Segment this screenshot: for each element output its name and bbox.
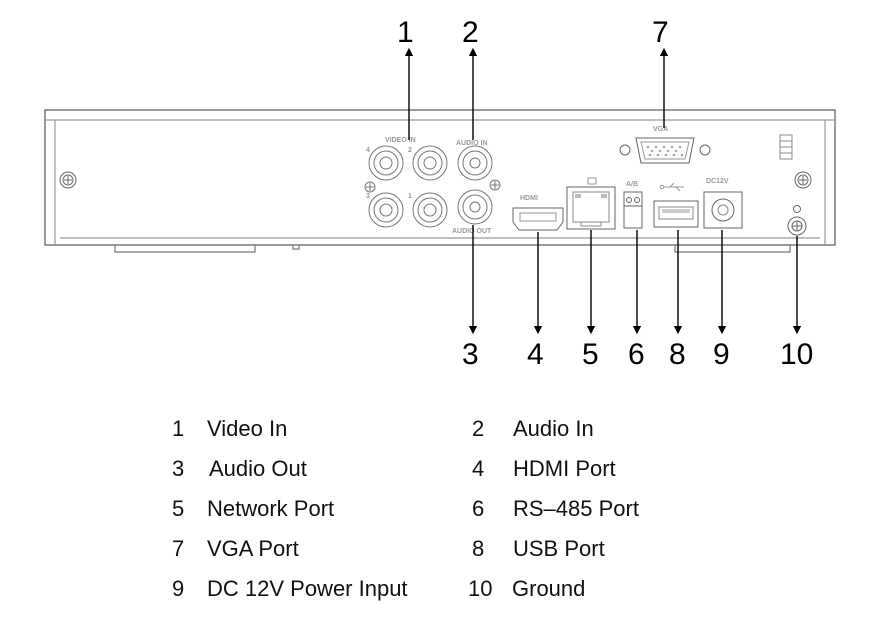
channel-3-label: 3 — [366, 193, 370, 200]
dc-label: DC12V — [706, 178, 729, 185]
callout-7: 7 — [652, 16, 669, 49]
callout-3: 3 — [462, 338, 479, 371]
legend-item-5: 5 Network Port — [172, 496, 334, 522]
legend-label: Ground — [512, 576, 586, 601]
legend-item-10: 10 Ground — [468, 576, 585, 602]
chassis — [44, 109, 836, 253]
legend-item-9: 9 DC 12V Power Input — [172, 576, 408, 602]
legend-label: Video In — [207, 416, 288, 441]
legend-label: Audio Out — [209, 456, 307, 481]
channel-2-label: 2 — [408, 147, 412, 154]
hdmi-label: HDMI — [520, 195, 538, 202]
callout-9: 9 — [713, 338, 730, 371]
legend-item-8: 8 USB Port — [472, 536, 605, 562]
video-in-bnc-1[interactable] — [412, 192, 448, 228]
channel-4-label: 4 — [366, 147, 370, 154]
dc-power-jack[interactable] — [703, 191, 743, 229]
video-in-bnc-4[interactable] — [368, 145, 404, 181]
audio-in-label: AUDIO IN — [456, 140, 488, 147]
legend-num: 2 — [472, 416, 485, 441]
video-in-bnc-2[interactable] — [412, 145, 448, 181]
rs485-terminal[interactable] — [623, 191, 643, 229]
usb-icon — [659, 182, 684, 192]
legend-label: Audio In — [513, 416, 594, 441]
usb-port[interactable] — [653, 200, 699, 228]
legend-label: DC 12V Power Input — [207, 576, 408, 601]
rear-panel-diagram: VIDEO IN 4 2 3 1 AUDIO IN AUDIO OUT HDMI — [44, 16, 836, 371]
callout-4: 4 — [527, 338, 544, 371]
legend-item-4: 4 HDMI Port — [472, 456, 616, 482]
vga-label: VGA — [653, 126, 668, 133]
legend: 1 Video In 2 Audio In 3 Audio Out 4 HDMI Por… — [0, 408, 892, 618]
legend-num: 3 — [172, 456, 185, 481]
legend-num: 7 — [172, 536, 185, 561]
video-in-bnc-3[interactable] — [368, 192, 404, 228]
panel-ground-icon — [489, 179, 501, 191]
legend-num: 10 — [468, 576, 493, 601]
audio-in-jack[interactable] — [457, 145, 493, 181]
internal-ground-icon — [364, 181, 376, 193]
vga-port[interactable] — [619, 137, 711, 164]
ground-terminal-icon[interactable] — [787, 205, 807, 236]
legend-item-7: 7 VGA Port — [172, 536, 299, 562]
legend-label: HDMI Port — [513, 456, 616, 481]
legend-item-3: 3 Audio Out — [172, 456, 307, 482]
legend-label: Network Port — [207, 496, 335, 521]
legend-item-2: 2 Audio In — [472, 416, 594, 442]
legend-label: RS–485 Port — [513, 496, 639, 521]
callout-10: 10 — [780, 338, 813, 371]
legend-label: USB Port — [513, 536, 605, 561]
vent-slots — [779, 134, 793, 160]
callout-2: 2 — [462, 16, 479, 49]
callout-5: 5 — [582, 338, 599, 371]
legend-num: 6 — [472, 496, 485, 521]
legend-item-1: 1 Video In — [172, 416, 287, 442]
legend-item-6: 6 RS–485 Port — [472, 496, 639, 522]
vga-pins — [646, 145, 684, 157]
legend-num: 9 — [172, 576, 185, 601]
legend-num: 8 — [472, 536, 485, 561]
legend-num: 5 — [172, 496, 185, 521]
network-port[interactable] — [566, 186, 616, 230]
legend-num: 4 — [472, 456, 485, 481]
right-screw-icon — [794, 171, 812, 189]
legend-num: 1 — [172, 416, 185, 441]
network-icon — [587, 177, 597, 185]
hdmi-port[interactable] — [512, 207, 564, 231]
callout-6: 6 — [628, 338, 645, 371]
video-in-label: VIDEO IN — [385, 137, 416, 144]
callout-1: 1 — [397, 16, 414, 49]
audio-out-jack[interactable] — [457, 189, 493, 225]
rs485-label: A/B — [626, 181, 638, 188]
left-screw-icon — [59, 171, 77, 189]
legend-label: VGA Port — [207, 536, 299, 561]
channel-1-label: 1 — [408, 193, 412, 200]
audio-out-label: AUDIO OUT — [452, 228, 492, 235]
callout-8: 8 — [669, 338, 686, 371]
